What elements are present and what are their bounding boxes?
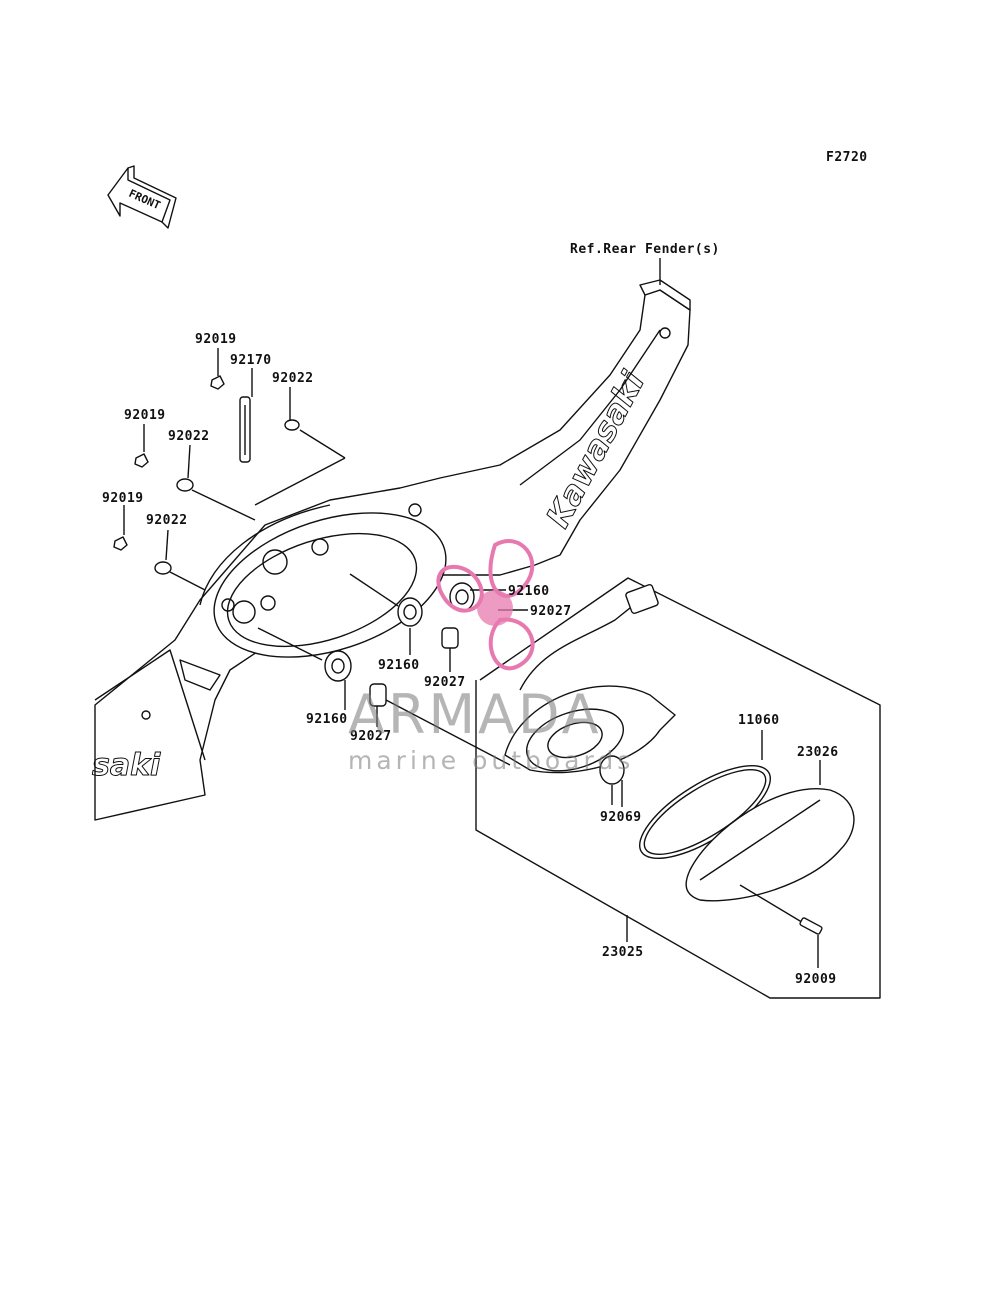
watermark-name: ARMADA [348,683,602,746]
fender-brand-text-partial: saki [92,748,161,783]
part-label-92019: 92019 [124,408,166,423]
hardware-left [113,375,346,591]
part-label-92170: 92170 [230,353,272,368]
part-label-92019: 92019 [195,332,237,347]
part-label-92160: 92160 [508,584,550,599]
part-label-92027: 92027 [350,729,392,744]
part-label-92022: 92022 [272,371,314,386]
part-label-92022: 92022 [168,429,210,444]
part-label-23026: 23026 [797,745,839,760]
rear-fender [94,279,691,821]
part-label-92069: 92069 [600,810,642,825]
part-label-23025: 23025 [602,945,644,960]
ref-rear-fender-label: Ref.Rear Fender(s) [570,242,720,257]
part-label-11060: 11060 [738,713,780,728]
front-arrow-icon: FRONT [107,165,177,229]
grommets [257,573,511,766]
part-label-92022: 92022 [146,513,188,528]
leader-lines [123,258,661,727]
part-label-92009: 92009 [795,972,837,987]
part-label-92019: 92019 [102,491,144,506]
watermark-subtitle: marine outboards [348,746,635,775]
part-label-92160: 92160 [378,658,420,673]
part-label-92160: 92160 [306,712,348,727]
figure-code: F2720 [826,150,868,165]
tail-light-assembly [475,577,881,999]
part-label-92027: 92027 [424,675,466,690]
watermark-logo-icon [436,538,535,671]
part-label-92027: 92027 [530,604,572,619]
